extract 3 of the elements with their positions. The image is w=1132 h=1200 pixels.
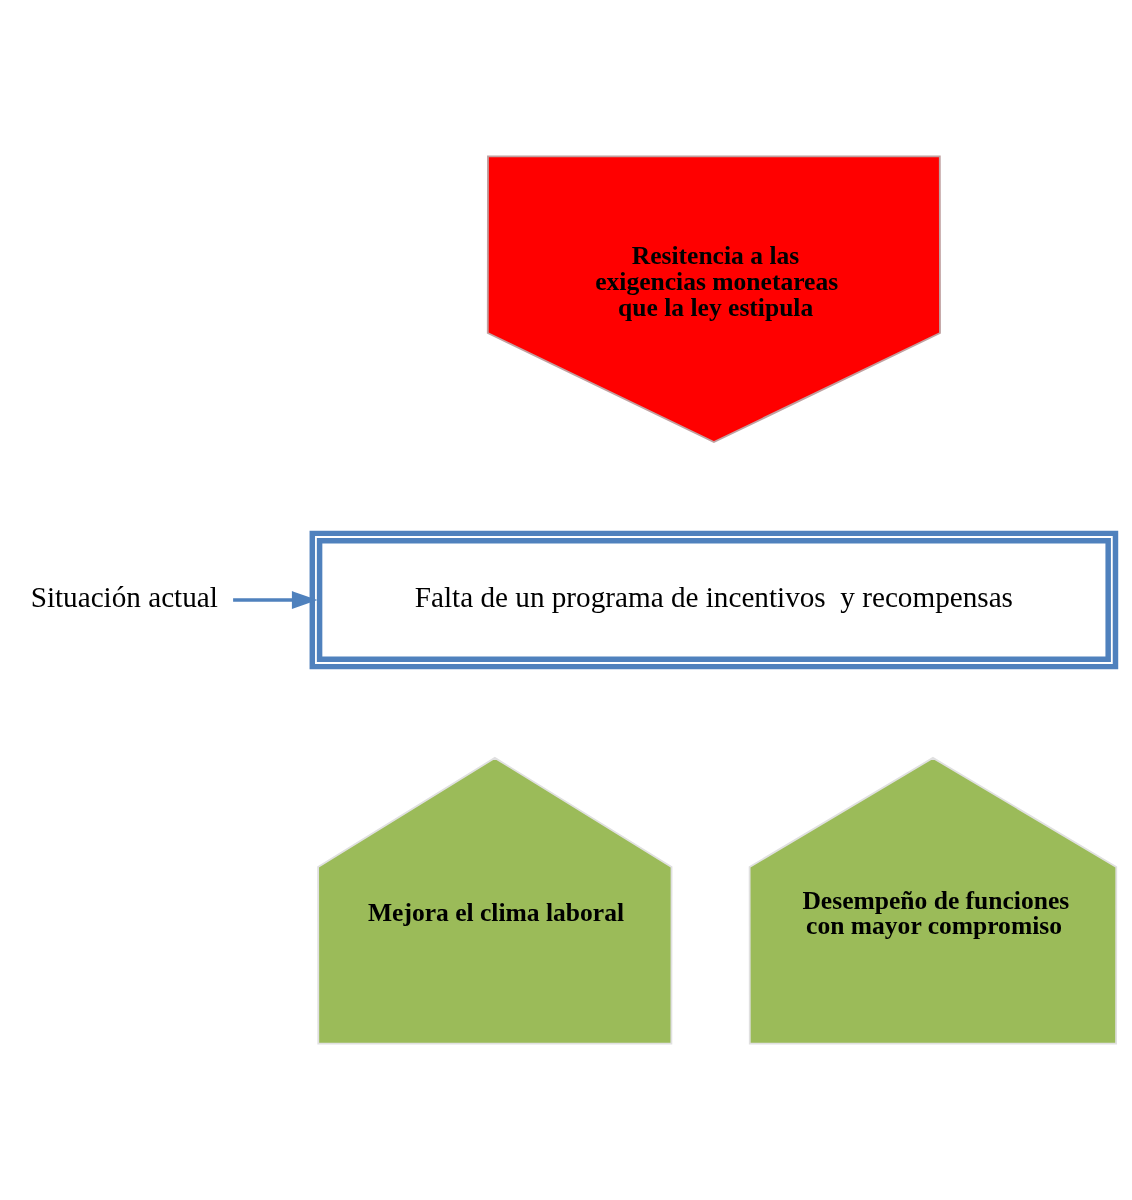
arrow <box>233 591 318 609</box>
node-box: Falta de un programa de incentivos y recompensas <box>309 530 1119 670</box>
node-text: Situación actual <box>30 580 218 613</box>
